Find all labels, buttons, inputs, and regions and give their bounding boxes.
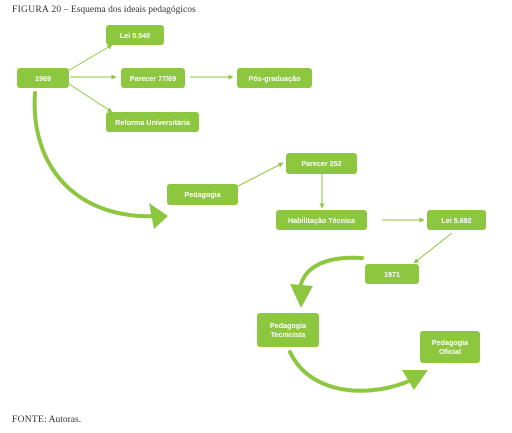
node-1969: 1969 bbox=[17, 68, 69, 88]
arrowhead-tecnicista bbox=[290, 284, 313, 308]
node-1971: 1971 bbox=[365, 264, 419, 284]
caption-text: – Esquema dos ideais pedagógicos bbox=[61, 5, 196, 15]
arrowhead-oficial bbox=[402, 370, 428, 390]
source-note: FONTE: Autoras. bbox=[12, 415, 81, 425]
arrow-1969-reforma bbox=[65, 81, 113, 113]
source-text: : Autoras. bbox=[44, 415, 82, 425]
node-lei-5540: Lei 5.540 bbox=[106, 25, 164, 45]
source-label: FONTE bbox=[12, 415, 45, 425]
node-lei-5692: Lei 5.692 bbox=[427, 210, 486, 230]
curved-arrow-1969-pedagogia bbox=[32, 91, 160, 219]
curved-arrow-tecnicista-oficial bbox=[288, 350, 418, 393]
node-pedagogia-tecnicista: Pedagogia Tecnicista bbox=[257, 313, 319, 347]
node-parecer-7769: Parecer 77/69 bbox=[121, 68, 185, 88]
node-pedagogia-oficial: Pedagogia Oficial bbox=[420, 331, 480, 363]
node-reforma-universitaria: Reforma Universitária bbox=[106, 112, 199, 132]
arrow-pedagogia-parecer252 bbox=[237, 162, 284, 187]
node-pedagogia: Pedagogia bbox=[167, 184, 238, 205]
arrow-1969-lei5540 bbox=[65, 44, 113, 73]
figure-caption: FIGURA 20 – Esquema dos ideais pedagógic… bbox=[12, 5, 196, 15]
node-parecer-252: Parecer 252 bbox=[286, 153, 357, 174]
caption-label: FIGURA 20 bbox=[12, 5, 62, 15]
node-pos-graduacao: Pós-graduação bbox=[237, 68, 312, 88]
node-habilitacao-tecnica: Habilitação Técnica bbox=[276, 210, 367, 230]
arrowhead-pedagogia bbox=[149, 203, 168, 229]
arrow-lei5692-1971 bbox=[413, 232, 453, 264]
